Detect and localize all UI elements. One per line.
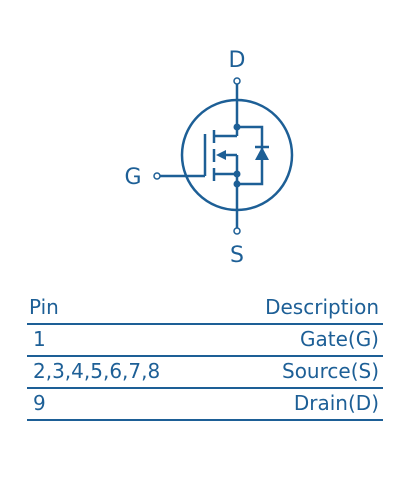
mosfet-symbol: D G S bbox=[124, 48, 294, 268]
table-row: 2,3,4,5,6,7,8 Source(S) bbox=[27, 357, 383, 389]
table-row: 9 Drain(D) bbox=[27, 389, 383, 421]
source-junction bbox=[233, 170, 241, 178]
source-terminal bbox=[233, 227, 241, 235]
source-bottom-junction bbox=[233, 180, 241, 188]
row-pin: 9 bbox=[33, 391, 46, 415]
row-description: Gate(G) bbox=[299, 327, 379, 351]
row-description: Source(S) bbox=[282, 359, 379, 383]
gate-label: G bbox=[124, 165, 141, 190]
gate-terminal bbox=[153, 172, 161, 180]
row-pin: 1 bbox=[33, 327, 46, 351]
row-description: Drain(D) bbox=[293, 391, 379, 415]
table-row: 1 Gate(G) bbox=[27, 325, 383, 357]
source-label: S bbox=[230, 243, 244, 268]
diode-triangle bbox=[255, 147, 269, 160]
drain-label: D bbox=[229, 48, 246, 73]
row-pin: 2,3,4,5,6,7,8 bbox=[33, 359, 161, 383]
table-header-row: Pin Description bbox=[27, 290, 383, 325]
drain-junction bbox=[233, 123, 241, 131]
drain-terminal bbox=[233, 77, 241, 85]
header-description: Description bbox=[265, 295, 379, 319]
header-pin: Pin bbox=[29, 295, 59, 319]
channel-arrow bbox=[216, 150, 226, 160]
pin-table: Pin Description 1 Gate(G) 2,3,4,5,6,7,8 … bbox=[27, 290, 383, 421]
